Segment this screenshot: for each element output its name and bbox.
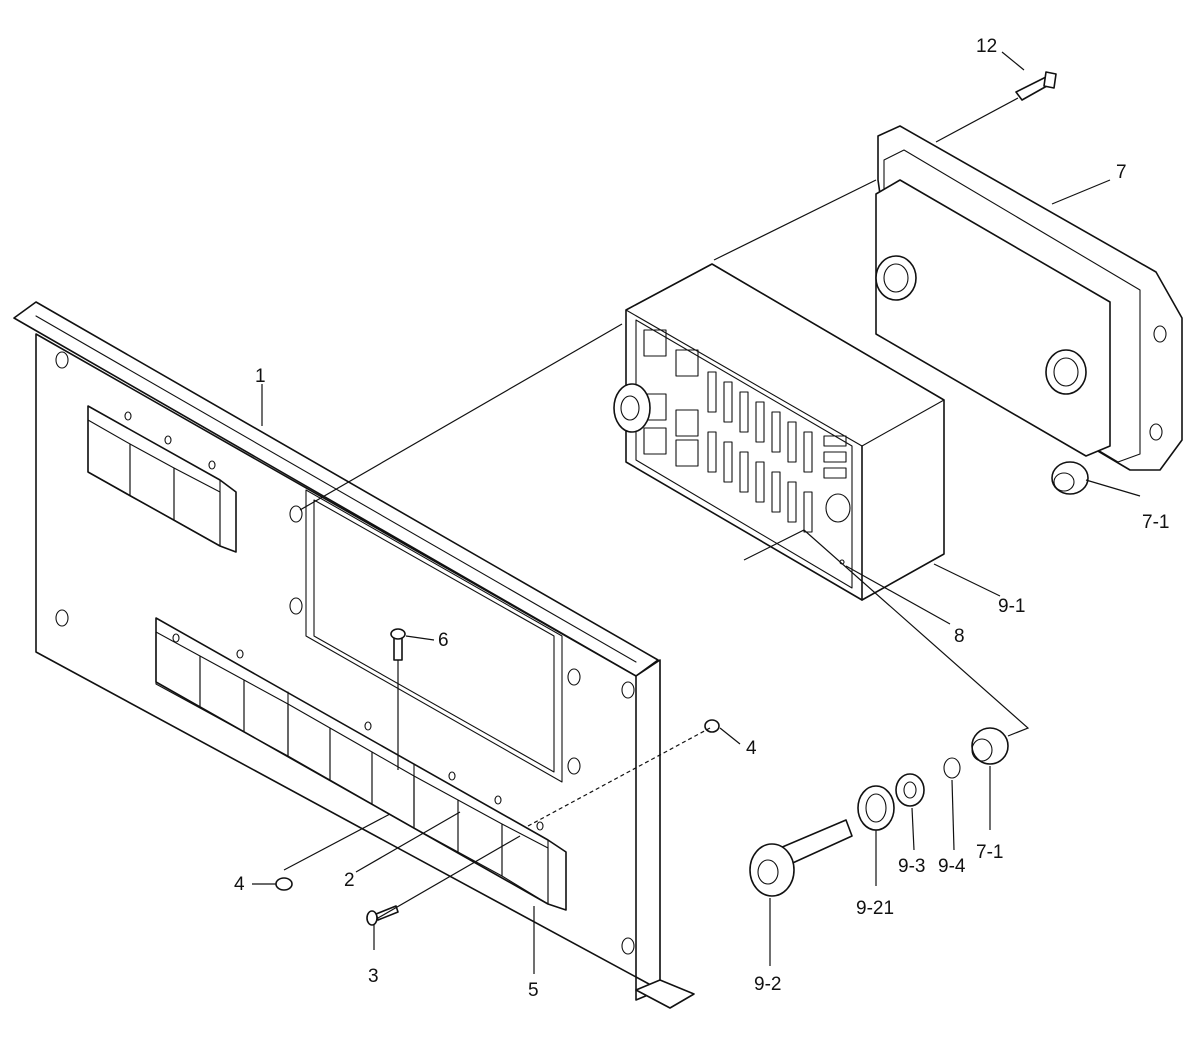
callout-7-1-lower: 7-1 <box>976 842 1003 863</box>
callout-5: 5 <box>528 980 539 1001</box>
housing-grid <box>643 329 851 565</box>
callout-leaders <box>252 51 1141 974</box>
connector-housing <box>613 263 945 601</box>
connector-cover <box>875 125 1183 495</box>
callout-3: 3 <box>368 966 379 987</box>
relay-socket-row-bottom <box>155 617 567 911</box>
callout-9-2: 9-2 <box>754 974 781 995</box>
callout-9-1: 9-1 <box>998 596 1025 617</box>
plate-cutout <box>305 489 563 783</box>
assembly-lines <box>299 97 1030 919</box>
callout-7-1-upper: 7-1 <box>1142 512 1169 533</box>
callout-8: 8 <box>954 626 965 647</box>
callout-12: 12 <box>976 36 997 57</box>
callout-9-3: 9-3 <box>898 856 925 877</box>
plate-holes <box>55 351 635 955</box>
grommet-lower <box>971 727 1009 765</box>
callout-7: 7 <box>1116 162 1127 183</box>
callout-9-4: 9-4 <box>938 856 966 877</box>
screw-12 <box>1015 71 1057 101</box>
callout-4-upper: 4 <box>746 738 757 759</box>
housing-knob <box>613 383 651 433</box>
callout-9-21: 9-21 <box>856 898 894 919</box>
washer-9-21 <box>857 785 895 831</box>
callout-labels: 1 2 3 4 4 5 6 7 7-1 7-1 8 9-1 9-2 9-21 9… <box>234 36 1169 1001</box>
grommet-upper <box>1051 461 1089 495</box>
callout-1: 1 <box>255 366 266 387</box>
washer-9-3 <box>895 773 925 807</box>
o-ring-9-4 <box>943 757 961 779</box>
knob-shaft-9-2 <box>749 819 853 897</box>
hex-nut-lower <box>275 877 293 891</box>
callout-6: 6 <box>438 630 449 651</box>
relay-socket-row-top <box>87 405 237 553</box>
callout-2: 2 <box>344 870 355 891</box>
callout-4-lower: 4 <box>234 874 245 895</box>
mounting-plate <box>13 301 695 1009</box>
